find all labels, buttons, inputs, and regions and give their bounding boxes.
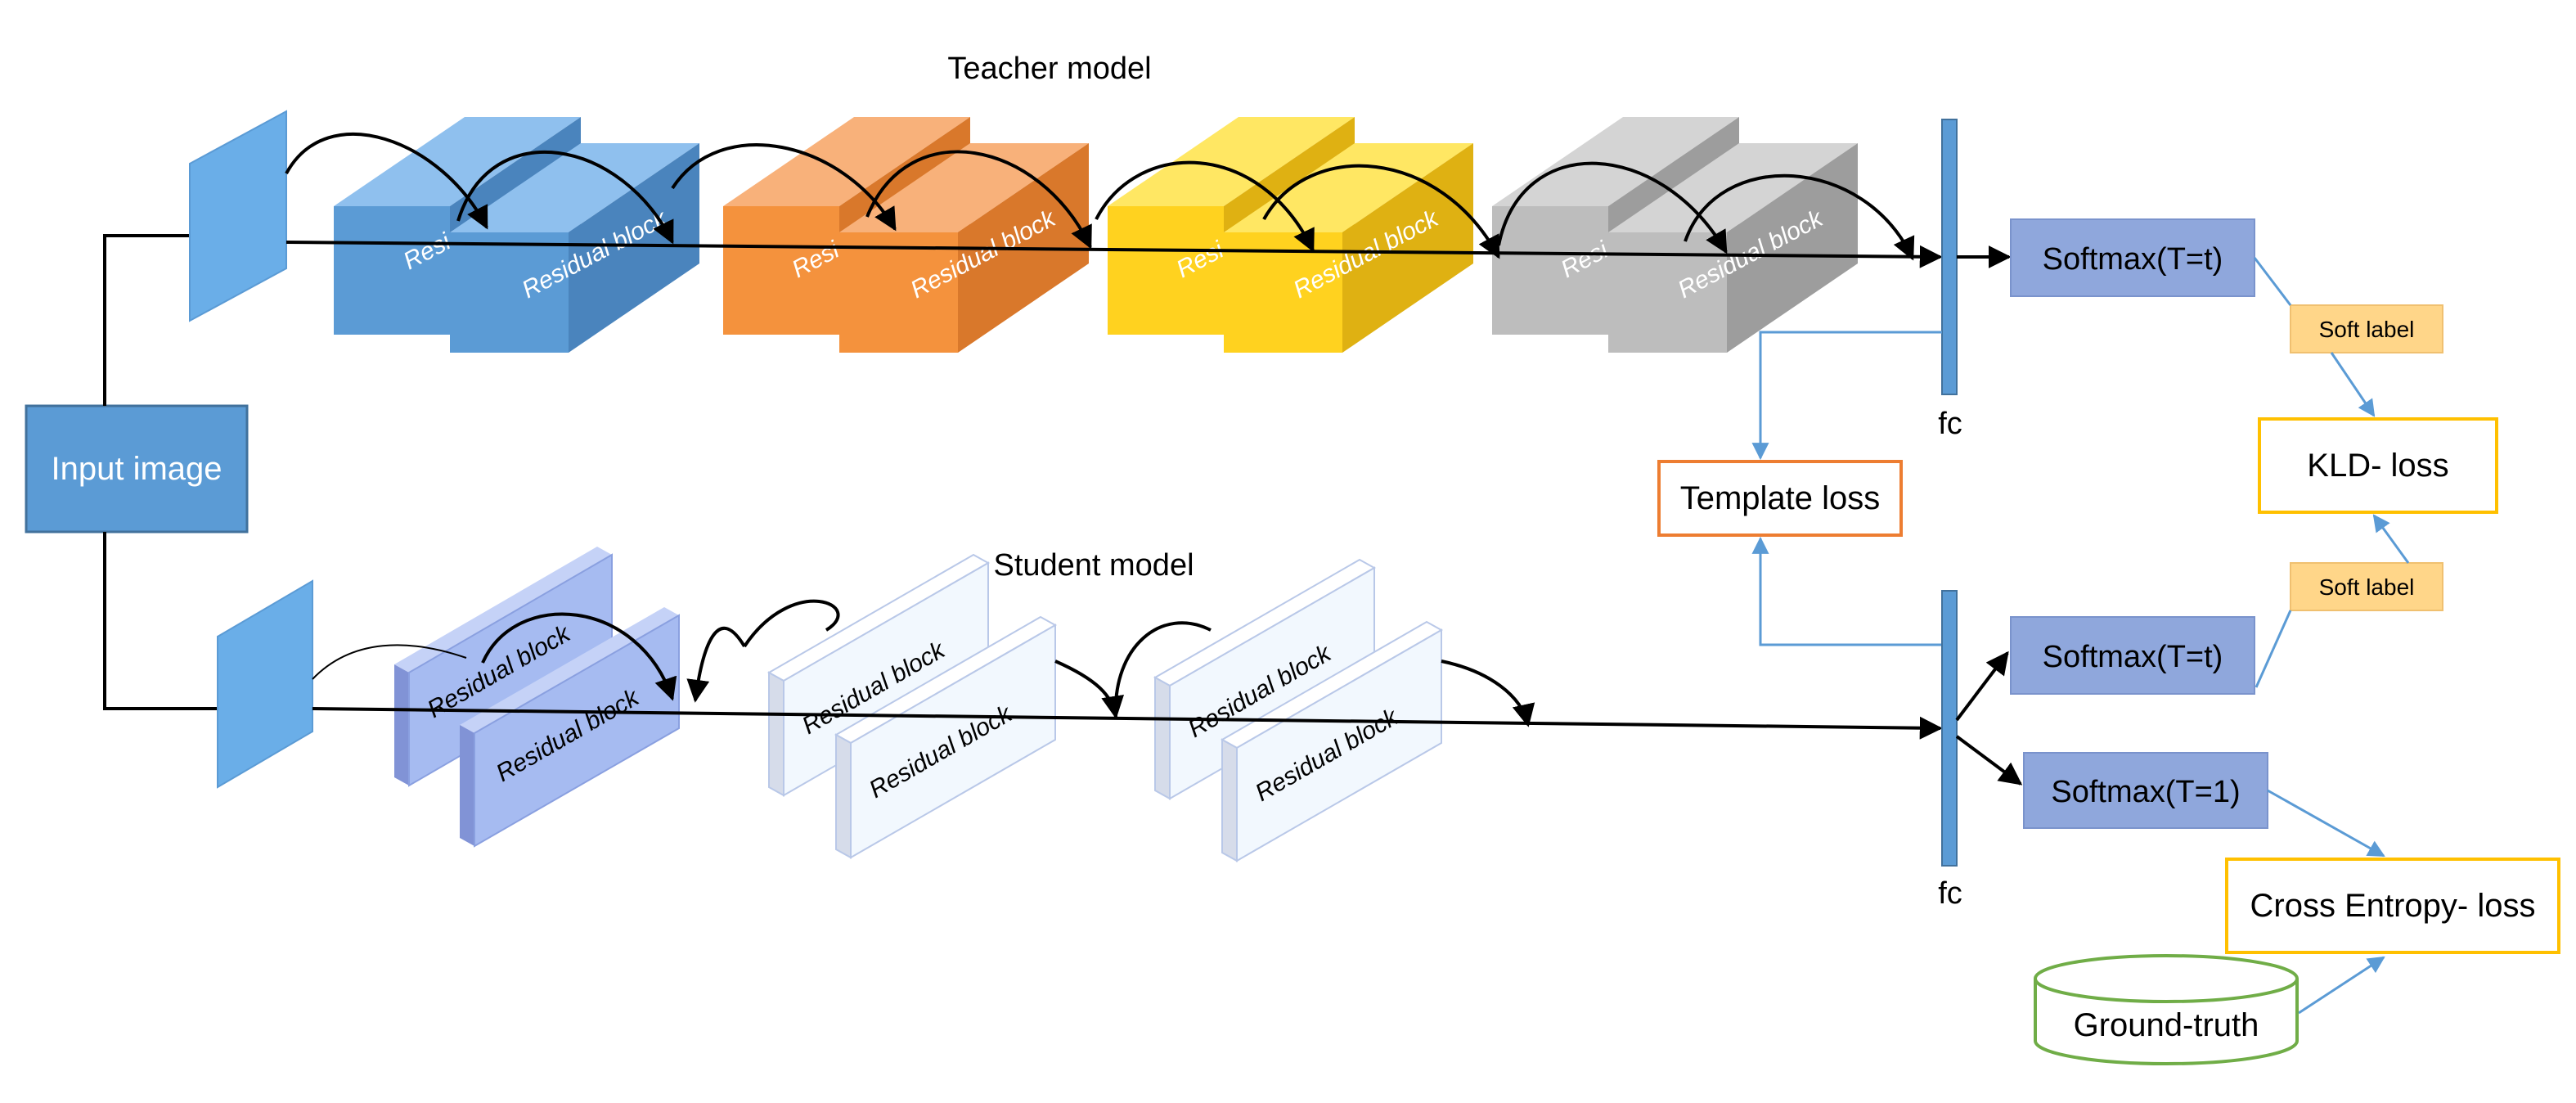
kld-connectors: [2253, 257, 2410, 688]
student-input-layer: [217, 579, 313, 789]
template-loss-box: Template loss: [1657, 460, 1903, 537]
teacher-fc-label: fc: [1938, 407, 1962, 441]
student-softmax-t-box: Softmax(T=t): [2010, 616, 2255, 695]
student-block-light-2: Residual block: [834, 615, 1058, 859]
student-skip-arrows: [312, 599, 1535, 727]
cross-entropy-loss-label: Cross Entropy- loss: [2250, 888, 2536, 924]
student-main-line: [312, 707, 1943, 740]
template-connector-teacher: [1751, 331, 1942, 461]
student-title: Student model: [993, 548, 1194, 583]
student-softmax-t-label: Softmax(T=t): [2043, 640, 2223, 674]
input-image-label: Input image: [51, 451, 222, 487]
student-fc-label: fc: [1938, 876, 1962, 911]
student-fc-layer: [1941, 590, 1958, 867]
student-softmax-1-label: Softmax(T=1): [2051, 775, 2240, 809]
teacher-fc-layer: [1941, 119, 1958, 395]
teacher-softmax-label: Softmax(T=t): [2043, 242, 2223, 277]
student-fc-to-softmax-1-arrow: [1955, 735, 2023, 786]
ground-truth-to-ce-connector: [2298, 956, 2385, 1015]
template-loss-label: Template loss: [1680, 480, 1881, 516]
input-trunk-student: [103, 532, 218, 710]
soft-label-top: Soft label: [2290, 304, 2443, 353]
teacher-input-layer: [189, 110, 287, 322]
soft-label-bottom: Soft label: [2290, 562, 2443, 611]
soft-label-top-text: Soft label: [2319, 317, 2415, 342]
teacher-block-blue-2: Residual block: [450, 143, 699, 353]
kld-loss-box: KLD- loss: [2258, 417, 2498, 514]
template-connector-student: [1751, 536, 1942, 646]
teacher-main-line: [285, 241, 1943, 268]
soft-label-bottom-text: Soft label: [2319, 574, 2415, 600]
ground-truth-cylinder: Ground-truth: [2034, 954, 2299, 1065]
teacher-title: Teacher model: [947, 52, 1151, 86]
input-image-box: Input image: [25, 404, 249, 533]
cross-entropy-loss-box: Cross Entropy- loss: [2225, 858, 2560, 954]
student-softmax-1-box: Softmax(T=1): [2023, 752, 2268, 829]
teacher-block-orange-2: Residual block: [839, 143, 1089, 353]
input-trunk-teacher: [103, 234, 190, 406]
teacher-softmax-box: Softmax(T=t): [2010, 218, 2255, 297]
softmax-1-to-ce-connector: [2267, 789, 2385, 858]
kld-loss-label: KLD- loss: [2307, 448, 2448, 484]
ground-truth-label: Ground-truth: [2074, 1007, 2259, 1043]
student-fc-to-softmax-t-arrow: [1955, 651, 2009, 722]
teacher-skip-arrows: [285, 132, 1915, 261]
